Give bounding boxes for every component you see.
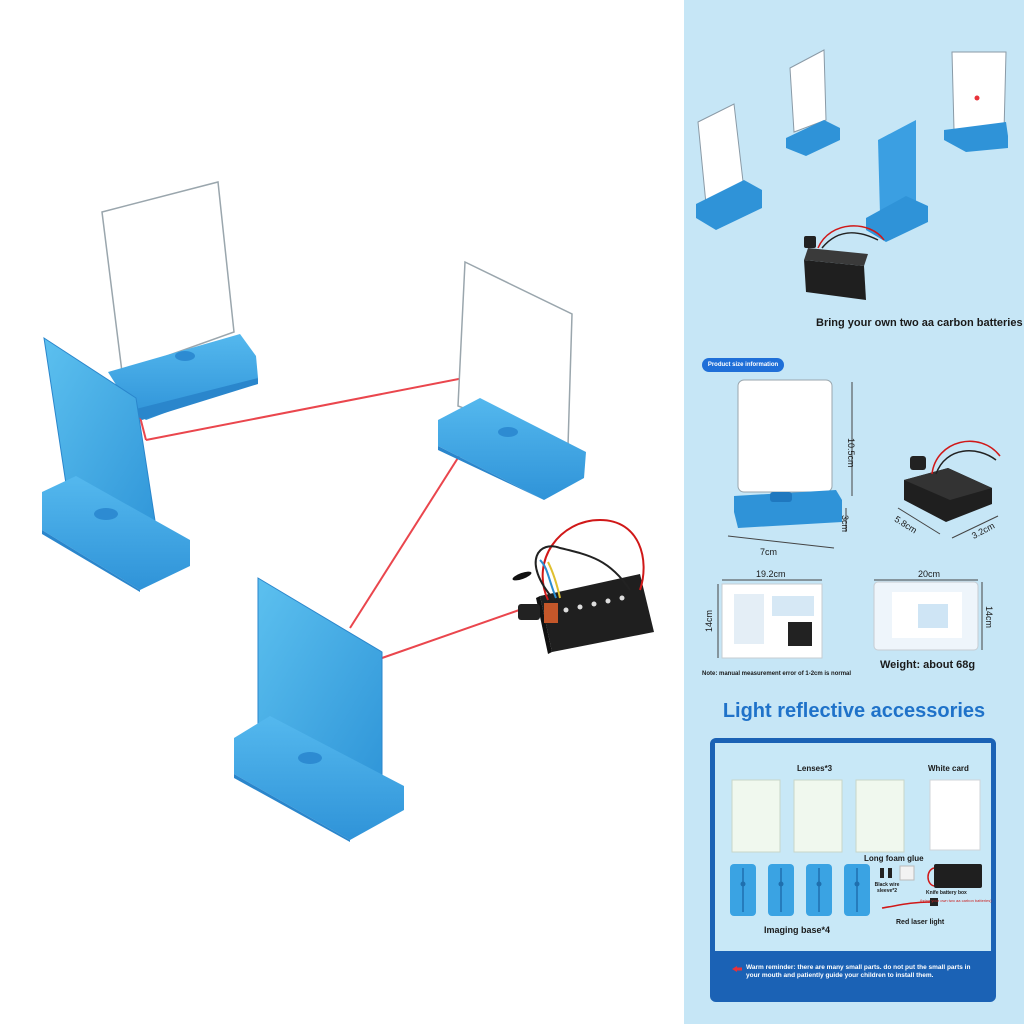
blue-mirror-front	[234, 577, 404, 842]
product-scene	[42, 181, 654, 842]
wire-sleeve-label: Black wire sleeve*2	[874, 882, 900, 894]
kit-overview-illustration	[696, 49, 1008, 300]
card-width-label: 7cm	[760, 547, 778, 557]
laser-label: Red laser light	[896, 919, 945, 926]
battery-box-note: (bring your own two aa carbon batteries)	[920, 898, 992, 903]
size-illustration	[717, 379, 1001, 659]
bag-width-label: 20cm	[918, 569, 941, 579]
lens-1	[731, 779, 781, 853]
size-info-pill: Product size information	[702, 358, 784, 372]
white-card-label: White card	[928, 764, 969, 773]
white-card	[929, 779, 981, 851]
clear-lens-back	[101, 181, 258, 420]
batteries-caption: Bring your own two aa carbon batteries	[816, 317, 1023, 329]
blue-mirror-left	[42, 336, 190, 592]
warning-text: Warm reminder: there are many small part…	[746, 964, 971, 979]
lenses-label: Lenses*3	[797, 764, 833, 773]
product-scene-illustration	[42, 181, 654, 842]
manual-width-label: 19.2cm	[756, 569, 786, 579]
battery-box-label: Knife battery box	[926, 890, 967, 896]
lens-2	[793, 779, 843, 853]
measurement-note: Note: manual measurement error of 1-2cm …	[702, 671, 852, 677]
clear-lens-right	[438, 260, 586, 500]
accessories-title: Light reflective accessories	[722, 700, 986, 722]
warning-footer	[715, 951, 991, 997]
lens-3	[855, 779, 905, 853]
foam-glue-label: Long foam glue	[864, 854, 924, 863]
imaging-base-label: Imaging base*4	[764, 925, 831, 935]
warning-arrow-icon	[732, 966, 742, 972]
laser-battery-box	[512, 518, 654, 654]
weight-label: Weight: about 68g	[880, 659, 976, 671]
